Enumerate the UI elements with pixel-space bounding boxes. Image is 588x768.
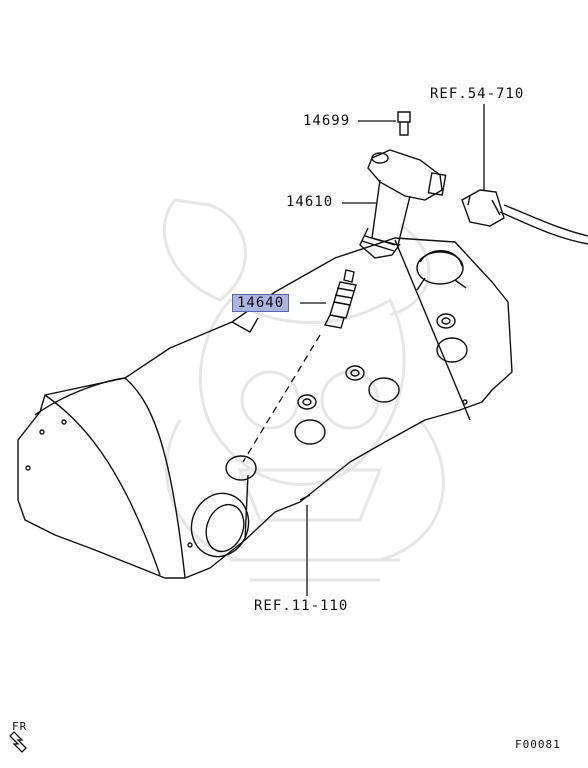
orientation-label: FR <box>12 720 28 733</box>
callout-ref-54-710: REF.54-710 <box>430 86 525 102</box>
callout-part-14640-highlighted[interactable]: 14640 <box>232 294 290 312</box>
leader-lines <box>242 104 485 596</box>
callout-part-14610: 14610 <box>286 194 334 210</box>
callout-ref-11-110: REF.11-110 <box>254 598 349 614</box>
front-direction-arrow-icon <box>9 731 27 753</box>
figure-code: F00081 <box>515 738 561 751</box>
spark-plug <box>323 269 357 329</box>
callout-part-14699: 14699 <box>303 113 351 129</box>
bolt <box>397 111 411 136</box>
wiring-harness-connector <box>461 189 588 245</box>
cylinder-head-cover <box>17 237 513 579</box>
ignition-coil <box>359 149 447 259</box>
